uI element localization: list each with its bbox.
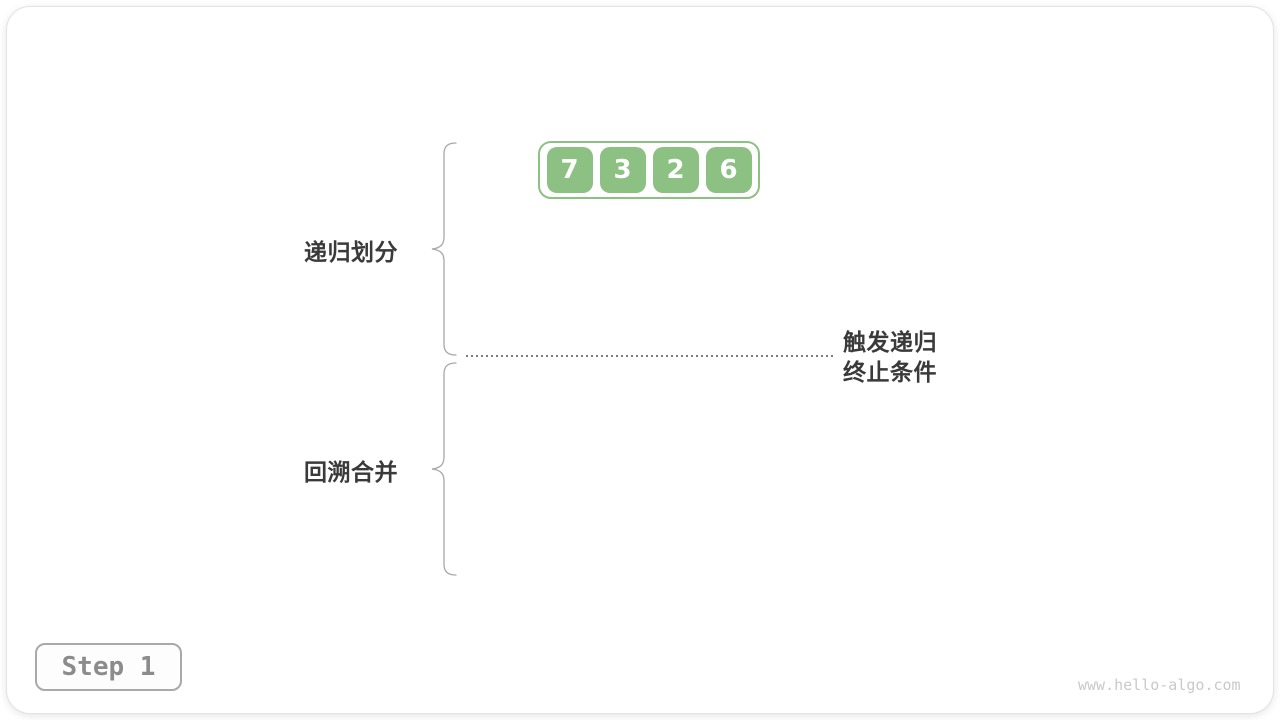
- step-badge: Step 1: [35, 643, 182, 691]
- array-cell: 2: [652, 147, 699, 193]
- label-recursive-divide: 递归划分: [304, 240, 398, 266]
- label-termination-line2: 终止条件: [843, 360, 937, 386]
- label-termination-condition: 触发递归 终止条件: [843, 328, 937, 388]
- label-backtrack-merge: 回溯合并: [304, 460, 398, 486]
- array-cell: 6: [705, 147, 752, 193]
- array-container: 7 3 2 6: [538, 141, 760, 199]
- watermark: www.hello-algo.com: [1078, 676, 1241, 694]
- label-termination-line1: 触发递归: [843, 330, 937, 356]
- termination-dotted-line: [466, 355, 834, 357]
- divide-brace-icon: [431, 142, 457, 356]
- array-cell: 3: [599, 147, 646, 193]
- diagram-card: [6, 6, 1274, 714]
- array-cell: 7: [546, 147, 593, 193]
- merge-brace-icon: [431, 362, 457, 576]
